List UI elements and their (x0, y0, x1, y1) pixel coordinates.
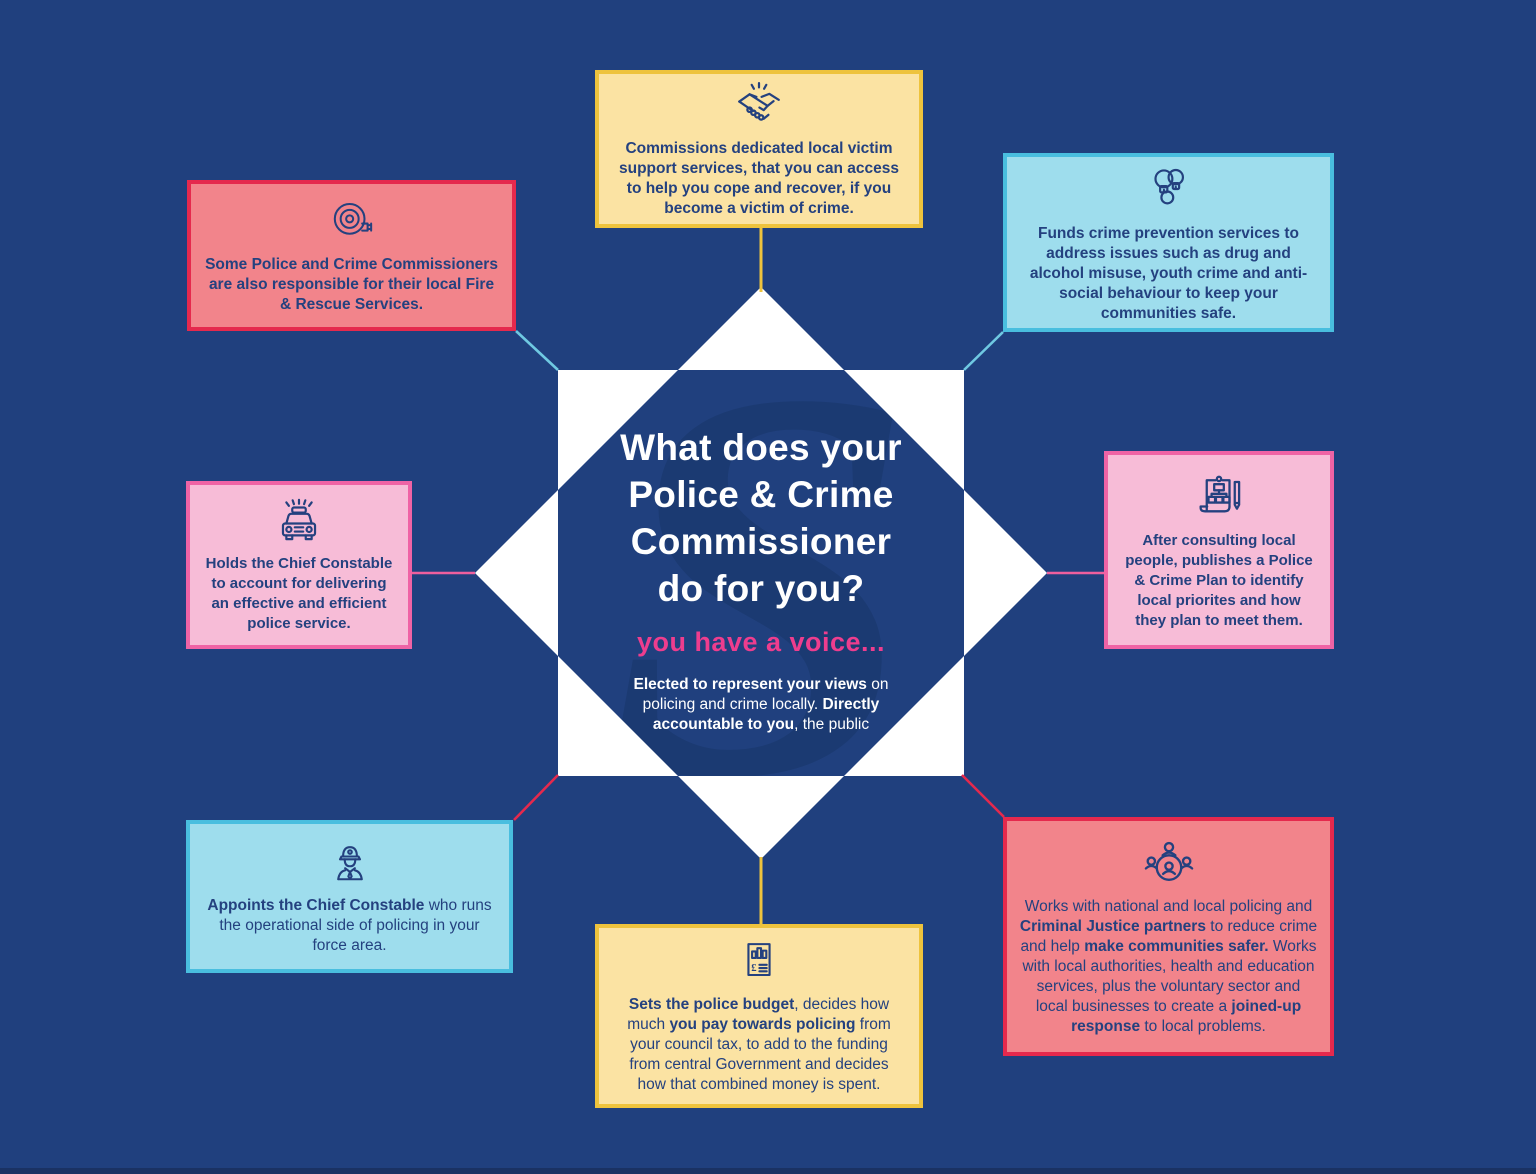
card-fire-rescue-text: Some Police and Crime Commissioners are … (205, 255, 498, 315)
card-police-plan: After consulting local people, publishes… (1104, 451, 1334, 649)
card-fire-rescue: Some Police and Crime Commissioners are … (187, 180, 516, 331)
card-account: Holds the Chief Constable to account for… (186, 481, 412, 649)
card-crime-prevention: Funds crime prevention services to addre… (1003, 153, 1334, 332)
card-text: who runs the operational side of policin… (219, 896, 492, 954)
center-description-bold: Directly accountable to you (652, 696, 880, 733)
connector-appoint (513, 774, 559, 821)
title-line: do for you? (657, 568, 865, 609)
police-car-icon (281, 498, 317, 541)
card-partnership: Works with national and local policing a… (1003, 817, 1334, 1056)
card-crime-prevention-text: Funds crime prevention services to addre… (1021, 224, 1316, 324)
card-text: Funds crime prevention services to addre… (1029, 224, 1308, 322)
card-text: Works with national and local policing a… (1024, 897, 1313, 915)
police-officer-icon (336, 845, 363, 880)
connector-crime-prevention (963, 331, 1004, 371)
white-star-shape (475, 287, 1047, 859)
card-police-plan-text: After consulting local people, publishes… (1122, 531, 1316, 631)
footer-strip (0, 1168, 1536, 1174)
budget-document-icon: £ (747, 943, 771, 977)
center-description-text: , the public (794, 716, 870, 733)
card-text: to local problems. (1140, 1017, 1266, 1035)
svg-text:£: £ (751, 963, 756, 974)
card-text: Some Police and Crime Commissioners are … (205, 255, 498, 313)
plan-document-icon (1199, 475, 1241, 513)
page-subtitle: you have a voice... (636, 627, 886, 657)
title-line: Police & Crime (628, 474, 894, 515)
center-description: Elected to represent your views on polic… (627, 675, 895, 735)
page-title: What does your Police & Crime Commission… (560, 424, 962, 612)
card-budget: £ Sets the police budget, decides how mu… (595, 924, 923, 1108)
card-text-bold: you pay towards policing (669, 1016, 856, 1033)
title-line: What does your (620, 427, 902, 468)
card-account-text: Holds the Chief Constable to account for… (204, 554, 394, 634)
connector-partnership (961, 774, 1005, 818)
card-text-bold: Criminal Justice partners (1019, 917, 1206, 935)
card-text: to reduce crime and help (1020, 917, 1318, 955)
title-line: Commissioner (630, 521, 892, 562)
card-budget-text: Sets the police budget, decides how much… (613, 995, 905, 1095)
card-text: from your council tax, to add to the fun… (629, 1016, 891, 1093)
card-text-bold: joined-up response (1071, 997, 1302, 1035)
card-text: After consulting local people, publishes… (1125, 532, 1313, 629)
handshake-icon (738, 82, 780, 121)
card-text: Commissions dedicated local victim suppo… (619, 140, 899, 217)
card-text: Works with local authorities, health and… (1022, 937, 1317, 1015)
people-round-table-icon (1144, 841, 1193, 881)
card-text: Holds the Chief Constable to account for… (205, 555, 393, 632)
card-partnership-text: Works with national and local policing a… (1019, 897, 1318, 1037)
connector-fire-rescue (515, 330, 559, 371)
handcuffs-icon (1153, 168, 1184, 204)
card-victim-support: Commissions dedicated local victim suppo… (595, 70, 923, 228)
card-text-bold: make communities safer. (1084, 937, 1269, 955)
card-victim-support-text: Commissions dedicated local victim suppo… (613, 139, 905, 219)
card-appoint: Appoints the Chief Constable who runs th… (186, 820, 513, 973)
center-description-text: on policing and crime locally. (642, 676, 889, 713)
card-appoint-text: Appoints the Chief Constable who runs th… (204, 896, 495, 956)
card-text-bold: Appoints the Chief Constable (207, 896, 425, 914)
card-text: , decides how much (627, 996, 890, 1033)
center-title-block: What does your Police & Crime Commission… (560, 424, 962, 735)
center-description-bold: Elected to represent your views (633, 676, 867, 693)
card-text-bold: Sets the police budget (628, 996, 795, 1013)
fire-hose-icon (333, 202, 372, 235)
